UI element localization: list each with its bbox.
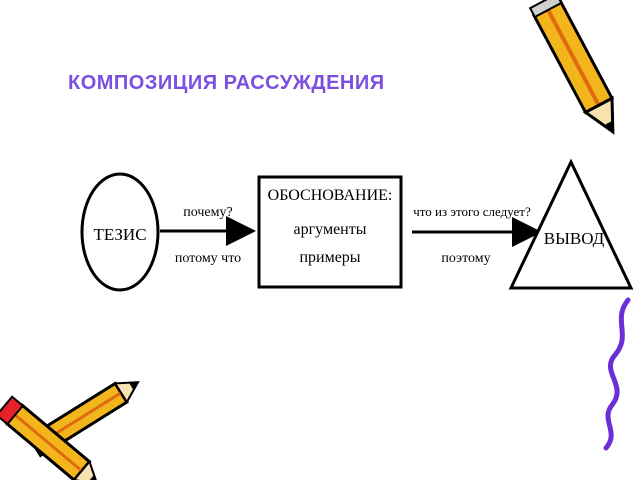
thesis-node: ТЕЗИС	[80, 172, 160, 292]
arrow2-answer: поэтому	[441, 251, 490, 266]
thesis-label: ТЕЗИС	[93, 225, 146, 244]
arrow1-question: почему?	[183, 205, 232, 220]
conclusion-label: ВЫВОД	[544, 229, 605, 248]
justification-examples: примеры	[299, 249, 360, 266]
pencils-bottom-left-icon	[0, 381, 140, 480]
slide-title: КОМПОЗИЦИЯ РАССУЖДЕНИЯ	[68, 72, 385, 94]
purple-squiggle-icon	[603, 297, 631, 451]
arrow2-question: что из этого следует?	[413, 204, 531, 219]
arrow-thesis-to-justification: почему? потому что	[160, 205, 256, 266]
pencil-top-right-icon	[528, 0, 615, 135]
arrow1-answer: потому что	[175, 251, 241, 266]
justification-arguments: аргументы	[294, 221, 367, 238]
conclusion-node: ВЫВОД	[508, 158, 634, 290]
justification-node: ОБОСНОВАНИЕ: аргументы примеры	[257, 175, 403, 289]
justification-heading: ОБОСНОВАНИЕ:	[268, 187, 393, 204]
arrow-justification-to-conclusion: что из этого следует? поэтому	[412, 204, 542, 266]
